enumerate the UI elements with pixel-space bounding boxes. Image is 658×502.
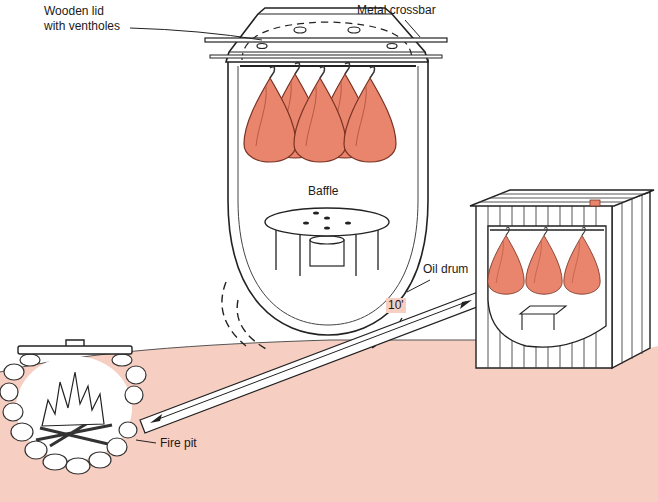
baffle-plate (265, 208, 389, 236)
stone (11, 423, 33, 441)
shed-baffle (520, 306, 566, 314)
baffle-hole (324, 226, 330, 229)
metal-crossbar (210, 55, 442, 58)
baffle-hole (303, 221, 309, 224)
shed-slats (488, 195, 642, 368)
stone (43, 454, 67, 470)
dimension-arrowhead (460, 300, 472, 309)
stone (20, 354, 40, 366)
baffle-leg (299, 234, 300, 276)
flames (42, 372, 104, 426)
ham (294, 67, 346, 162)
lid-plank (229, 52, 425, 53)
stone (89, 452, 111, 468)
part-label: Oil drum (423, 262, 468, 277)
stone (3, 403, 23, 421)
baffle-hole (324, 216, 330, 219)
fuel-can-top (310, 236, 344, 244)
stone (0, 383, 18, 401)
smoke-pipe (140, 292, 482, 433)
pit-lid (18, 346, 132, 354)
baffle-leg (355, 234, 356, 276)
ham (526, 227, 562, 294)
stone (119, 422, 137, 438)
venthole (257, 44, 267, 49)
stone (25, 441, 47, 459)
shed-front (476, 205, 612, 368)
dimension-label: 10' (386, 298, 406, 313)
part-label: Wooden lid with ventholes (44, 4, 126, 34)
stone (107, 438, 127, 456)
buried-outline (222, 282, 246, 346)
part-label: Fire pit (160, 436, 197, 451)
stone (66, 458, 90, 474)
venthole (294, 27, 306, 33)
roof-planks (480, 194, 644, 202)
shed-cutaway (488, 226, 606, 347)
leader-line (405, 20, 420, 37)
drum-inner-wall (238, 66, 418, 325)
shed-baffle-leg (522, 314, 554, 330)
stone (125, 386, 143, 404)
shed-side (612, 192, 650, 368)
leader-line (136, 440, 156, 443)
shed-vent (590, 200, 600, 206)
part-label: Baffle (308, 184, 338, 199)
ham (344, 67, 396, 162)
baffle-hole (313, 211, 319, 214)
ham (488, 227, 524, 294)
leader-line (130, 28, 262, 40)
venthole (348, 27, 360, 33)
ham (564, 227, 600, 294)
shed-roof (470, 190, 654, 206)
dimension-arrowhead (150, 414, 162, 423)
stone (4, 364, 24, 380)
hook-rod (240, 65, 416, 67)
stone (126, 366, 146, 384)
baffle-leg (275, 226, 276, 270)
baffle-leg (377, 226, 378, 270)
oil-drum (228, 60, 428, 335)
metal-crossbar (205, 38, 447, 42)
dimension-line (156, 302, 466, 420)
baffle-hole (345, 221, 351, 224)
part-label: Metal crossbar (357, 3, 436, 18)
pit-hollow (16, 356, 132, 460)
stone (112, 354, 132, 366)
pit-lid-handle (66, 340, 84, 346)
venthole (387, 44, 397, 49)
leader-line (407, 280, 430, 292)
ham (244, 67, 296, 162)
